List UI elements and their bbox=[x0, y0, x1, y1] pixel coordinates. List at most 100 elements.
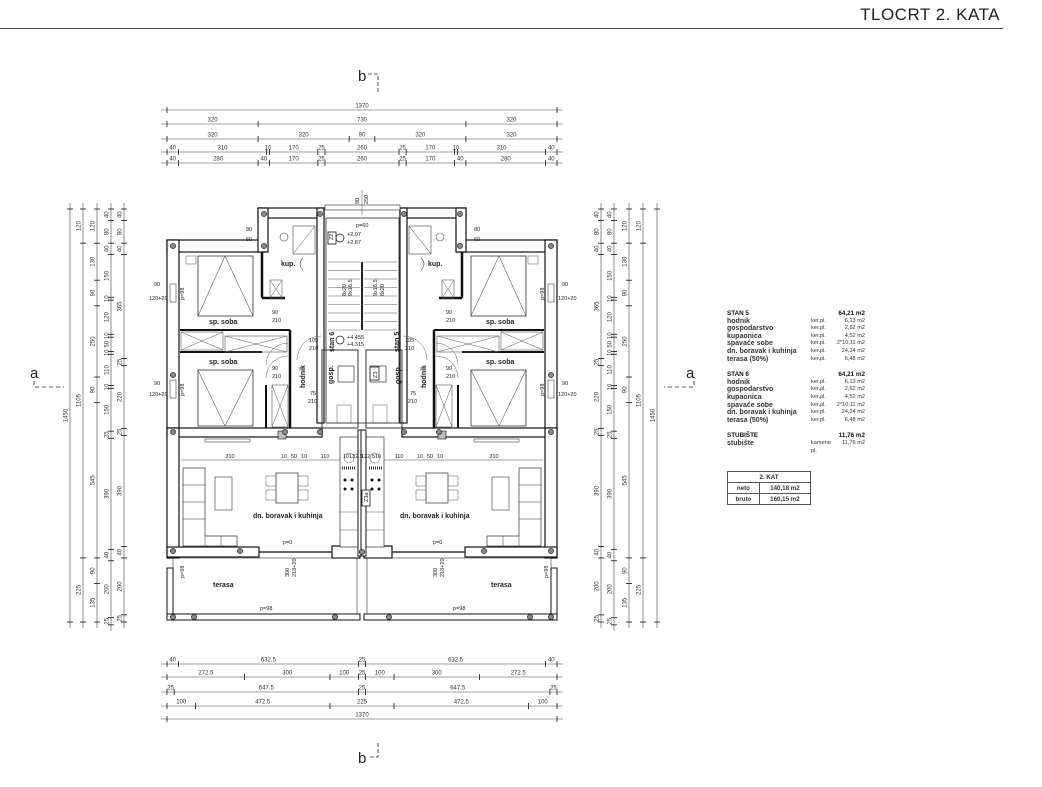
dimension-label: 545 bbox=[623, 475, 629, 486]
dimension-label: 10 bbox=[375, 454, 381, 460]
dimension-label: 40 bbox=[169, 146, 176, 152]
dimension-label: 80 bbox=[608, 228, 614, 235]
title-divider bbox=[0, 28, 1003, 29]
dimension-label: 150 bbox=[105, 404, 111, 415]
unit-label-stan-5: stan 5 bbox=[394, 332, 401, 352]
dimension-label: 80 bbox=[595, 228, 601, 235]
legend-name: STAN 6 bbox=[727, 371, 749, 379]
legend-row: terasa (50%)ker.pl.6,48 m2 bbox=[727, 356, 865, 364]
dimension-label: 647.5 bbox=[450, 686, 466, 692]
legend-total: 11,76 m2 bbox=[838, 432, 865, 440]
dimension-label: 120 bbox=[105, 312, 111, 323]
dimension-label: 320 bbox=[415, 133, 426, 139]
door-label: 75 bbox=[310, 391, 316, 397]
stair-label: 8x20 bbox=[380, 284, 386, 296]
dimension-label: 200 bbox=[608, 584, 614, 595]
dimension-label: 1105 bbox=[637, 393, 643, 407]
dimension-label: 150 bbox=[608, 270, 614, 281]
door-label: 210 bbox=[408, 399, 417, 405]
dimension-label: 310 bbox=[496, 146, 507, 152]
stair-label: 8x20 bbox=[342, 284, 348, 296]
dimension-label: 110 bbox=[395, 454, 404, 460]
legend-mat: ker.pl. bbox=[811, 378, 826, 385]
dimension-label: 280 bbox=[501, 157, 512, 163]
legend-room: kupaonica bbox=[727, 393, 762, 401]
dimension-label: 632.5 bbox=[261, 658, 277, 664]
bruto-value: 160,15 m2 bbox=[758, 493, 812, 506]
legend-mat: ker.pl. bbox=[811, 347, 826, 354]
plan-labels: kup. kup. sp. soba sp. soba sp. soba sp.… bbox=[149, 195, 577, 612]
door-label: 90 bbox=[446, 366, 452, 372]
floor-level-label: p=98 bbox=[180, 566, 186, 578]
room-label-hallway: hodnik bbox=[421, 365, 428, 388]
room-label-terrace: terasa bbox=[491, 582, 512, 589]
dimension-chain: 1450 bbox=[651, 203, 660, 628]
dimension-label: 40 bbox=[118, 211, 124, 218]
door-label: 300 bbox=[285, 568, 291, 577]
floor-level-label: p=60 bbox=[356, 223, 368, 229]
dimension-label: 120 bbox=[623, 220, 629, 231]
legend-mat: ker.pl. bbox=[811, 332, 826, 339]
dimension-label: 90 bbox=[359, 133, 366, 139]
door-label: 210 bbox=[309, 346, 318, 352]
dimension-label: 40 bbox=[457, 157, 464, 163]
dimension-label: 472.5 bbox=[255, 700, 271, 706]
legend-val: 11,76 m2 bbox=[842, 439, 865, 446]
room-label-bedroom: sp. soba bbox=[209, 319, 238, 326]
dimension-label: 225 bbox=[77, 584, 83, 595]
dimension-label: 200 bbox=[595, 581, 601, 592]
dimension-label: 132.5 bbox=[349, 454, 363, 460]
room-label-living: dn. boravak i kuhinja bbox=[400, 513, 470, 520]
dimension-label: 130 bbox=[623, 256, 629, 267]
dimension-label: 25 bbox=[105, 617, 111, 624]
window-label: 60 bbox=[474, 237, 480, 243]
dimension-label: 100 bbox=[375, 671, 386, 677]
dimension-label: 170 bbox=[425, 157, 436, 163]
legend-mat: ker.pl. bbox=[811, 355, 826, 362]
window-label: 120+20 bbox=[149, 392, 168, 398]
dimension-chain: 1370 bbox=[161, 713, 563, 722]
legend-room: kupaonica bbox=[727, 332, 762, 340]
dimension-label: 40 bbox=[595, 548, 601, 555]
legend-mat: ker.pl. bbox=[811, 386, 826, 393]
door-label: 218+20 bbox=[292, 558, 298, 577]
dimension-label: 300 bbox=[432, 671, 443, 677]
dimension-label: 320 bbox=[208, 133, 219, 139]
unit-label-stan-6: stan 6 bbox=[329, 332, 336, 352]
dimension-label: 110 bbox=[105, 364, 111, 374]
dimension-label: 110 bbox=[321, 454, 330, 460]
dimension-label: 120 bbox=[91, 220, 97, 231]
door-label: 105 bbox=[405, 338, 414, 344]
chimney-label: Z3 bbox=[373, 372, 379, 378]
dimension-label: 647.5 bbox=[259, 686, 275, 692]
legend-val: 6,48 m2 bbox=[844, 416, 865, 423]
dimension-label: 272.5 bbox=[198, 671, 214, 677]
dimension-label: 40 bbox=[595, 211, 601, 218]
dimension-label: 25 bbox=[595, 614, 601, 621]
dimension-label: 10 bbox=[281, 454, 287, 460]
dimension-chain: 1370 bbox=[161, 104, 563, 113]
dimension-label: 25 bbox=[359, 671, 366, 677]
dimension-label: 1450 bbox=[651, 408, 657, 422]
dimension-label: 90 bbox=[623, 289, 629, 296]
dimension-label: 310 bbox=[225, 454, 234, 460]
dimension-label: 25 bbox=[399, 157, 406, 163]
neto-value: 140,18 m2 bbox=[758, 482, 812, 495]
dimension-label: 100 bbox=[339, 671, 350, 677]
section-b-bottom: b bbox=[358, 750, 366, 767]
legend-row: terasa (50%)ker.pl.6,48 m2 bbox=[727, 417, 865, 425]
section-b-top: b bbox=[358, 68, 366, 85]
dimension-label: 545 bbox=[91, 475, 97, 486]
dimension-label: 10 bbox=[608, 383, 614, 390]
floor-level-label: p=0 bbox=[433, 540, 442, 546]
